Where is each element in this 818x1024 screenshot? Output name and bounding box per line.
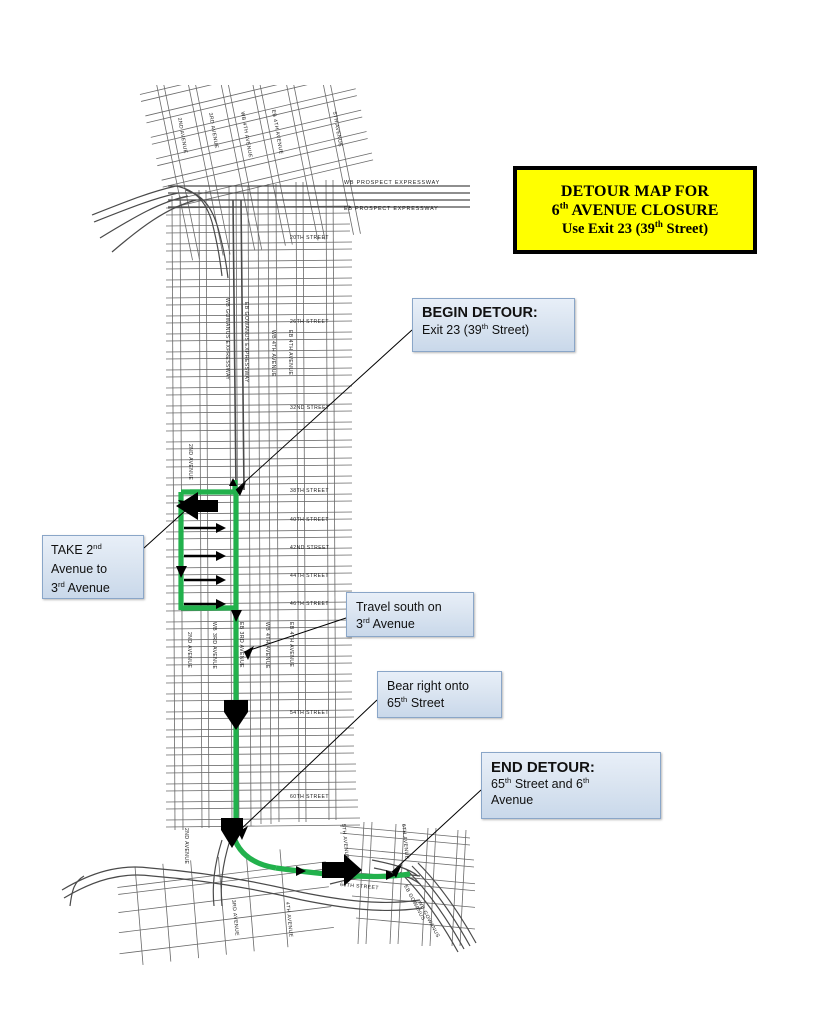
end-detour-line-1-sup: th: [504, 775, 512, 785]
label-avenue: WB 4TH AVENUE: [270, 330, 276, 377]
begin-detour-heading: BEGIN DETOUR:: [422, 305, 538, 321]
label-avenue: 4TH AVENUE: [284, 902, 294, 938]
travel-line-2-pre: 3: [356, 617, 363, 631]
bear-line-2: 65th Street: [387, 695, 492, 712]
label-expressway: EB GOWANUS EXPRESSWAY: [243, 302, 249, 383]
label-avenue: 6TH AVENUE: [400, 824, 410, 860]
callout-end-detour: END DETOUR: 65th Street and 6th Avenue: [481, 752, 661, 819]
label-street: 42ND STREET: [290, 545, 329, 551]
travel-line-2-sup: rd: [362, 615, 370, 625]
take-line-3-post: Avenue: [64, 581, 110, 595]
direction-arrows: [176, 478, 396, 886]
bear-line-2-pre: 65: [387, 696, 401, 710]
callout-travel-south: Travel south on 3rd Avenue: [346, 592, 474, 637]
take-line-1-pre: TAKE 2: [51, 543, 94, 557]
begin-detour-body: Exit 23 (39th Street): [422, 322, 565, 338]
callout-bear-right: Bear right onto 65th Street: [377, 671, 502, 718]
label-street: 26TH STREET: [290, 319, 329, 325]
street-grid: [117, 85, 475, 965]
label-avenue: 2ND AVENUE: [186, 632, 192, 669]
label-street: 40TH STREET: [290, 517, 329, 523]
label-street: 60TH STREET: [290, 794, 329, 800]
title-line-3-post: Street): [662, 220, 709, 237]
label-expressway: EB PROSPECT EXPRESSWAY: [344, 206, 439, 212]
title-line-2-pre: 6: [551, 201, 560, 219]
title-line-3-sup: th: [654, 218, 663, 229]
detour-route-green: [178, 480, 411, 880]
end-detour-line-1-pre: 65: [491, 777, 505, 791]
callout-take-2nd-avenue: TAKE 2nd Avenue to 3rd Avenue: [42, 535, 144, 599]
take-line-3: 3rd Avenue: [51, 579, 135, 598]
label-avenue: WB 4TH AVENUE: [239, 111, 253, 158]
title-line-3: Use Exit 23 (39th Street): [561, 218, 709, 239]
label-avenue: EB 4TH AVENUE: [287, 330, 293, 376]
end-detour-line-1: 65th Street and 6th: [491, 776, 651, 792]
bear-line-2-sup: th: [400, 694, 408, 704]
take-line-1-sup: nd: [93, 541, 102, 551]
label-avenue: EB 3RD AVENUE: [238, 622, 244, 668]
bear-line-1: Bear right onto: [387, 679, 469, 693]
label-street: 32ND STREET: [290, 405, 329, 411]
begin-detour-body-post: Street): [488, 323, 530, 337]
label-street: 44TH STREET: [290, 573, 329, 579]
label-avenue: 5TH AVENUE: [331, 111, 343, 147]
label-street: 38TH STREET: [290, 488, 329, 494]
end-detour-heading: END DETOUR:: [491, 759, 595, 776]
leader-arrowheads: [178, 482, 402, 878]
title-line-1: DETOUR MAP FOR: [560, 182, 710, 200]
end-detour-line-1-sup2: th: [582, 775, 590, 785]
begin-detour-body-pre: Exit 23 (39: [422, 323, 482, 337]
label-avenue: 2ND AVENUE: [183, 828, 189, 865]
take-line-1: TAKE 2nd: [51, 541, 135, 560]
label-avenue: EB 4TH AVENUE: [270, 109, 284, 155]
label-street: 54TH STREET: [290, 710, 329, 716]
label-street: 46TH STREET: [290, 601, 329, 607]
label-avenue: 2ND AVENUE: [187, 444, 193, 481]
label-expressway: WB PROSPECT EXPRESSWAY: [344, 180, 440, 186]
travel-line-2-post: Avenue: [369, 617, 415, 631]
title-line-2-post: AVENUE CLOSURE: [568, 201, 719, 219]
title-line-3-pre: Use Exit 23 (39: [561, 220, 655, 237]
title-box: DETOUR MAP FOR 6th AVENUE CLOSURE Use Ex…: [513, 166, 757, 254]
label-expressway: WB GOWANUS EXPRESSWAY: [224, 298, 230, 380]
callout-leader-lines: [143, 329, 482, 873]
expressway-lines: [61, 185, 477, 953]
take-line-2: Avenue to: [51, 562, 108, 576]
begin-detour-body-sup: th: [481, 321, 489, 331]
label-avenue: WB 4TH AVENUE: [264, 622, 270, 669]
take-line-3-sup: rd: [57, 579, 65, 589]
label-avenue: WB 3RD AVENUE: [211, 622, 217, 670]
label-avenue: 5TH AVENUE: [340, 824, 350, 860]
label-avenue: 3RD AVENUE: [230, 900, 240, 937]
map-text-labels: 2ND AVENUE 3RD AVENUE WB 4TH AVENUE EB 4…: [176, 109, 441, 939]
bear-line-2-post: Street: [407, 696, 445, 710]
label-avenue: EB 4TH AVENUE: [288, 622, 294, 668]
label-street: 66TH STREET: [340, 882, 379, 891]
end-detour-line-2: Avenue: [491, 793, 534, 807]
callout-begin-detour: BEGIN DETOUR: Exit 23 (39th Street): [412, 298, 575, 352]
travel-line-2: 3rd Avenue: [356, 616, 464, 633]
take-line-3-pre: 3: [51, 581, 58, 595]
end-detour-line-1-mid: Street and 6: [511, 777, 583, 791]
title-line-2: 6th AVENUE CLOSURE: [552, 201, 719, 220]
label-street: 20TH STREET: [290, 235, 329, 241]
title-line-2-sup: th: [559, 200, 569, 212]
travel-line-1: Travel south on: [356, 600, 442, 614]
